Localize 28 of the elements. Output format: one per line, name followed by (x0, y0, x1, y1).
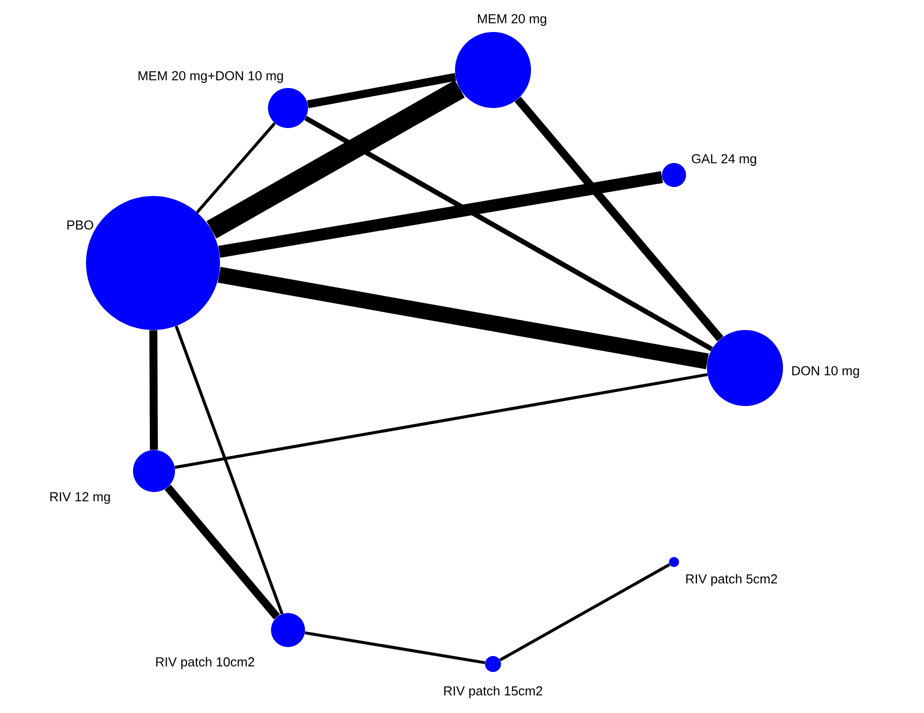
treatment-node (133, 450, 175, 492)
comparison-line (164, 484, 280, 620)
node-label: RIV patch 5cm2 (686, 574, 778, 586)
treatment-node (662, 163, 686, 187)
node-label: RIV patch 15cm2 (444, 686, 542, 698)
node-label: DON 10 mg (792, 366, 859, 378)
comparison-line (218, 266, 709, 370)
treatment-node (455, 32, 531, 108)
comparison-line (304, 631, 486, 664)
comparison-line (196, 122, 276, 214)
comparison-line (174, 326, 284, 614)
node-label: PBO (67, 220, 94, 230)
node-label: GAL 24 mg (692, 154, 756, 166)
treatment-node (707, 330, 783, 406)
comparison-line (174, 373, 708, 469)
comparison-line (307, 73, 456, 108)
node-label: MEM 20 mg+DON 10 mg (138, 71, 283, 83)
comparison-line (149, 330, 158, 450)
comparison-line (304, 116, 714, 352)
treatment-node (485, 656, 501, 672)
treatment-node (268, 88, 308, 128)
comparison-line (514, 96, 724, 342)
node-label: RIV patch 10cm2 (156, 656, 254, 670)
comparison-line (499, 563, 670, 662)
treatment-node (669, 557, 679, 567)
treatment-node (271, 613, 305, 647)
node-label: RIV 12 mg (50, 492, 110, 504)
node-label: MEM 20 mg (478, 14, 546, 26)
